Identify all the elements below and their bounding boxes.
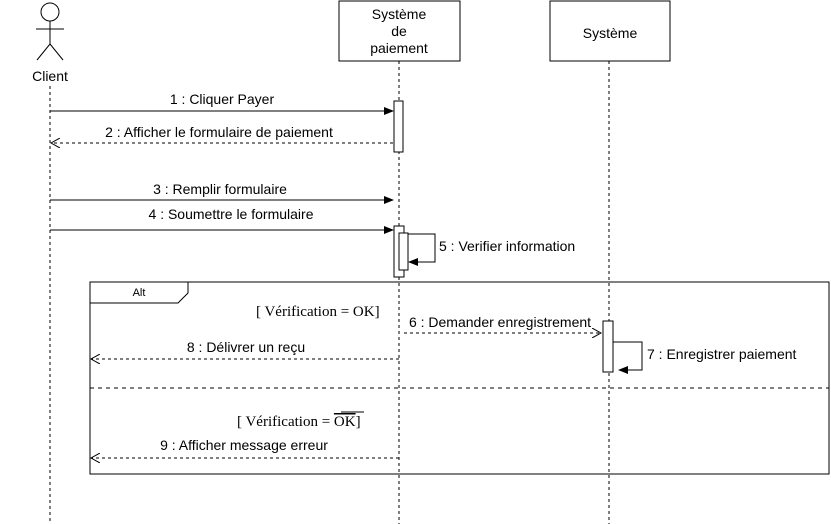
message-8-label: 8 : Délivrer un reçu xyxy=(187,339,305,355)
payment-system-label-line1: Système xyxy=(372,6,427,22)
alt-fragment: Alt [ Vérification = OK] [ Vérification … xyxy=(89,281,830,475)
activation-bar-3 xyxy=(602,320,614,373)
actor-client: Client xyxy=(32,2,68,84)
participant-payment-system: Système de paiement xyxy=(338,0,461,62)
payment-system-label-line2: de xyxy=(391,23,407,39)
message-5-arrow xyxy=(408,233,436,266)
alt-operator-label: Alt xyxy=(133,287,146,299)
message-5-label: 5 : Verifier information xyxy=(439,238,575,254)
alt-frame xyxy=(89,281,830,475)
participant-system: Système xyxy=(549,0,671,62)
actor-head xyxy=(40,2,60,22)
guard-1: [ Vérification = OK] xyxy=(256,304,380,320)
message-4-label: 4 : Soumettre le formulaire xyxy=(149,206,314,222)
message-3-label: 3 : Remplir formulaire xyxy=(153,181,287,197)
alt-operator-tab xyxy=(89,281,189,304)
message-9-label: 9 : Afficher message erreur xyxy=(160,437,328,453)
guard-2: [ Vérification = OK] xyxy=(237,414,361,430)
message-2-label: 2 : Afficher le formulaire de paiement xyxy=(105,124,333,140)
system-label: Système xyxy=(583,25,638,41)
activation-bar-1 xyxy=(393,100,404,153)
message-1-label: 1 : Cliquer Payer xyxy=(170,91,275,107)
message-7-arrow xyxy=(613,341,643,374)
activation-bar-2-nested xyxy=(398,232,409,271)
actor-client-label: Client xyxy=(32,68,68,84)
message-6-label: 6 : Demander enregistrement xyxy=(409,314,591,330)
guard-2-value: OK xyxy=(334,414,356,430)
payment-system-label-line3: paiement xyxy=(370,40,428,56)
message-7-label: 7 : Enregistrer paiement xyxy=(647,346,797,362)
